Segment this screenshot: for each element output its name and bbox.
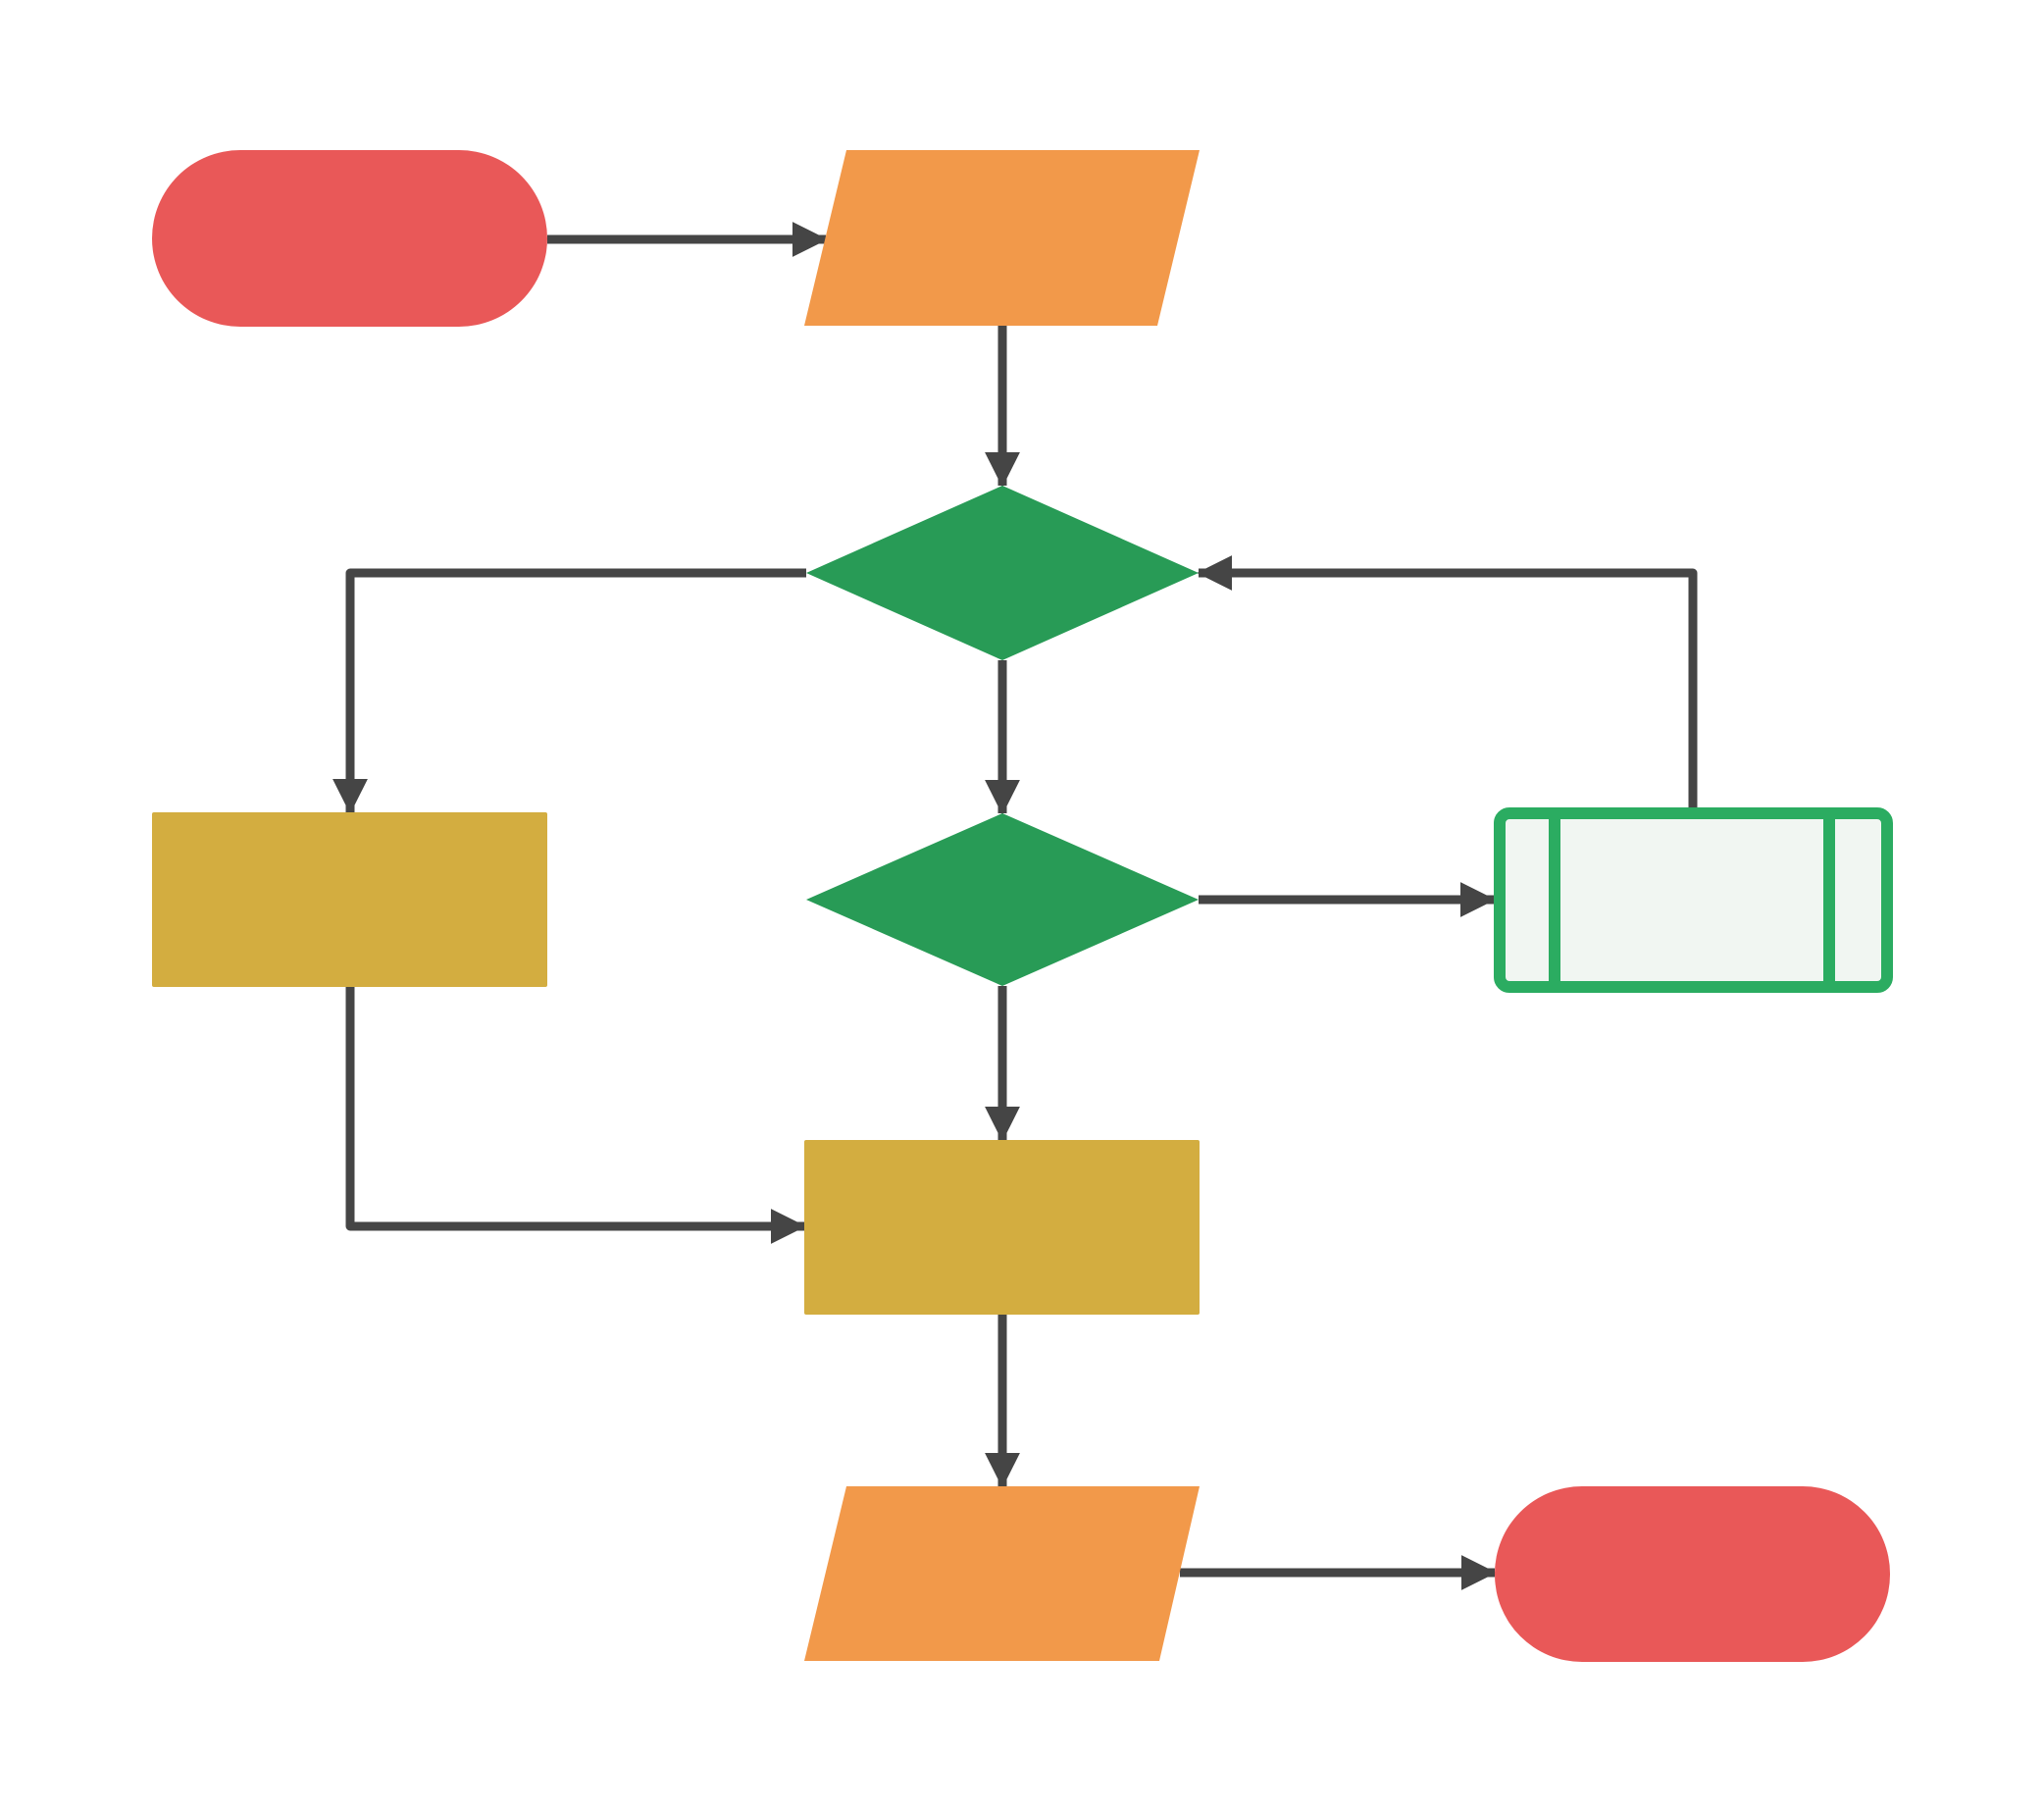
connector-predefined-to-decision1: [1197, 555, 1698, 807]
connector-decision1-to-process-left: [332, 568, 806, 814]
predefined-process-box[interactable]: [1494, 807, 1893, 993]
output-data-parallelogram[interactable]: [804, 1486, 1200, 1661]
input-data-parallelogram[interactable]: [804, 150, 1200, 326]
process-left-rect[interactable]: [152, 812, 547, 987]
process-center-rect[interactable]: [804, 1140, 1200, 1315]
start-terminator[interactable]: [152, 150, 547, 327]
connector-process-left-to-process-center: [345, 987, 806, 1244]
decision-1-diamond[interactable]: [806, 486, 1199, 660]
end-terminator[interactable]: [1495, 1486, 1890, 1662]
decision-2-diamond[interactable]: [806, 813, 1199, 986]
